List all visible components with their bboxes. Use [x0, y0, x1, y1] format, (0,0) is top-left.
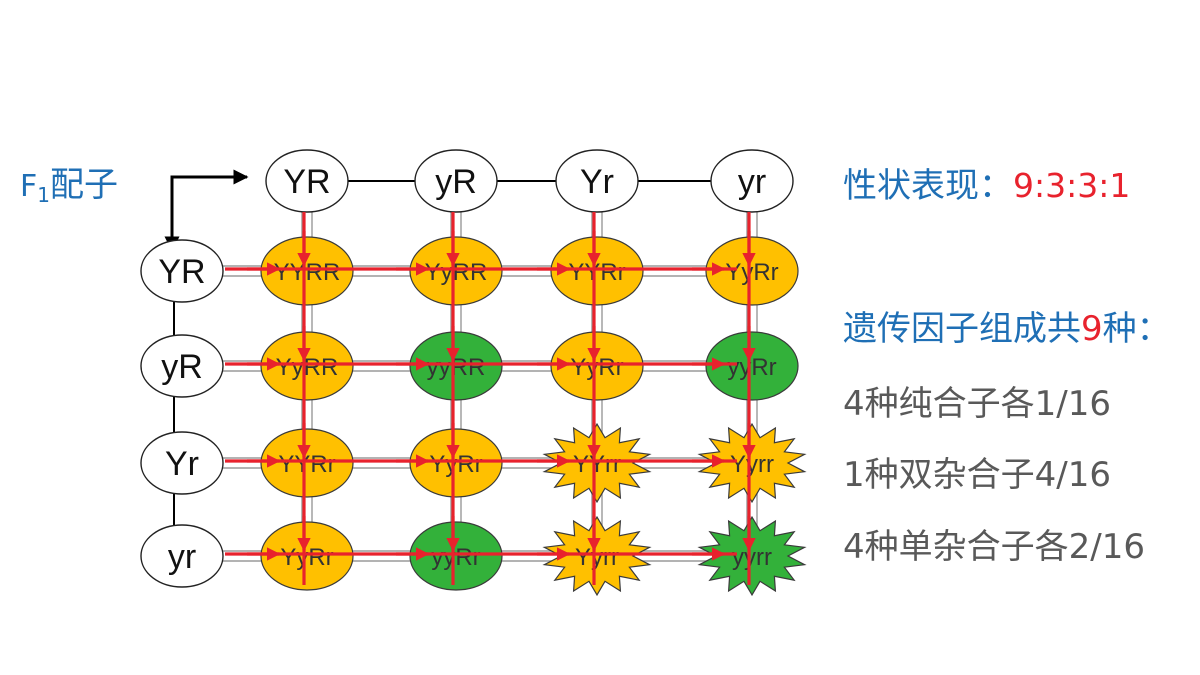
offspring-cell: yyrr: [697, 515, 807, 597]
genotype-label: YyRR: [276, 354, 339, 381]
gamete-label: YR: [283, 163, 330, 201]
pairing-arrows: [225, 212, 756, 585]
genotype-count-line: 遗传因子组成共9种：: [843, 312, 1171, 346]
round-seed-shape: [550, 236, 644, 306]
genotype-label: yyRr: [727, 354, 776, 381]
offspring-cell: YYRR: [260, 236, 354, 306]
gamete-ellipse: [140, 239, 224, 303]
offspring-cell: YyRr: [705, 236, 799, 306]
phenotype-ratio: 9:3:3:1: [1013, 166, 1131, 205]
wrinkled-seed-shape: [697, 515, 807, 597]
gamete-label: Yr: [580, 163, 614, 201]
round-seed-shape: [705, 236, 799, 306]
genotype-label: yyRr: [431, 544, 480, 571]
genotype-count-prefix: 遗传因子组成共: [843, 309, 1081, 349]
gamete-ellipse: [710, 149, 794, 213]
genotype-label: YYRr: [278, 451, 335, 478]
gamete-ellipse: [140, 524, 224, 588]
round-seed-shape: [260, 236, 354, 306]
gamete-ellipse: [265, 149, 349, 213]
left-gamete-yr: yr: [140, 524, 224, 588]
gamete-label: yR: [161, 348, 203, 386]
offspring-cell: yyRR: [409, 331, 503, 401]
offspring-cell: YyRR: [260, 331, 354, 401]
left-gamete-YR: YR: [140, 239, 224, 303]
gamete-label: yr: [168, 538, 196, 576]
f1-gametes-label: F1配子: [20, 168, 118, 205]
left-gamete-Yr: Yr: [140, 431, 224, 495]
wrinkled-seed-shape: [697, 422, 807, 504]
offspring-cell: YYrr: [542, 422, 652, 504]
gamete-ellipse: [140, 431, 224, 495]
genotype-count: 9: [1081, 309, 1103, 349]
genotype-label: YYrr: [573, 451, 621, 478]
round-seed-shape: [705, 331, 799, 401]
gamete-ellipse: [140, 334, 224, 398]
genotype-label: YyRr: [725, 259, 778, 286]
round-seed-shape: [409, 521, 503, 591]
gamete-label: Yr: [165, 445, 199, 483]
offspring-cell: YyRr: [550, 331, 644, 401]
round-seed-shape: [260, 331, 354, 401]
corner-arrow-line: [170, 175, 243, 248]
round-seed-shape: [409, 331, 503, 401]
genotype-label: Yyrr: [575, 544, 619, 571]
offspring-cell: yyRr: [705, 331, 799, 401]
f1-suffix: 配子: [50, 165, 118, 205]
wrinkled-seed-shape: [542, 515, 652, 597]
f1-prefix: F: [20, 169, 38, 204]
genotype-label: yyRR: [427, 354, 486, 381]
genotype-label: YYRr: [568, 259, 625, 286]
phenotype-label: 性状表现：: [843, 166, 1013, 206]
top-gamete-yr: yr: [710, 149, 794, 213]
detail-single-heterozygous: 4种单杂合子各2/16: [843, 527, 1145, 567]
top-gamete-Yr: Yr: [555, 149, 639, 213]
offspring-cell: Yyrr: [542, 515, 652, 597]
gamete-label: YR: [158, 253, 205, 291]
offspring-cell: YyRr: [260, 521, 354, 591]
f1-subscript: 1: [37, 183, 50, 207]
gamete-label: yR: [435, 163, 477, 201]
wrinkled-seed-shape: [542, 422, 652, 504]
detail-double-heterozygous: 1种双杂合子4/16: [843, 455, 1111, 495]
round-seed-shape: [260, 428, 354, 498]
top-gamete-yR: yR: [414, 149, 498, 213]
top-gamete-YR: YR: [265, 149, 349, 213]
detail-homozygous: 4种纯合子各1/16: [843, 384, 1111, 424]
left-gamete-yR: yR: [140, 334, 224, 398]
corner-arrow: [164, 169, 249, 252]
round-seed-shape: [550, 331, 644, 401]
genotype-label: yyrr: [732, 544, 772, 571]
offspring-cell: YYRr: [550, 236, 644, 306]
genotype-label: YyRr: [570, 354, 623, 381]
gamete-label: yr: [738, 163, 766, 201]
genotype-label: YyRr: [429, 451, 482, 478]
genotype-label: Yyrr: [730, 451, 774, 478]
offspring-cell: YyRR: [409, 236, 503, 306]
genotype-label: YyRR: [425, 259, 488, 286]
gamete-ellipse: [555, 149, 639, 213]
round-seed-shape: [409, 428, 503, 498]
offspring-cell: YYRr: [260, 428, 354, 498]
offspring-cell: Yyrr: [697, 422, 807, 504]
round-seed-shape: [260, 521, 354, 591]
offspring-cell: yyRr: [409, 521, 503, 591]
round-seed-shape: [409, 236, 503, 306]
genotype-count-suffix: 种：: [1102, 309, 1171, 349]
offspring-cell: YyRr: [409, 428, 503, 498]
genotype-label: YYRR: [274, 259, 341, 286]
genotype-label: YyRr: [280, 544, 333, 571]
gamete-ellipse: [414, 149, 498, 213]
phenotype-ratio-line: 性状表现：9:3:3:1: [843, 169, 1130, 203]
